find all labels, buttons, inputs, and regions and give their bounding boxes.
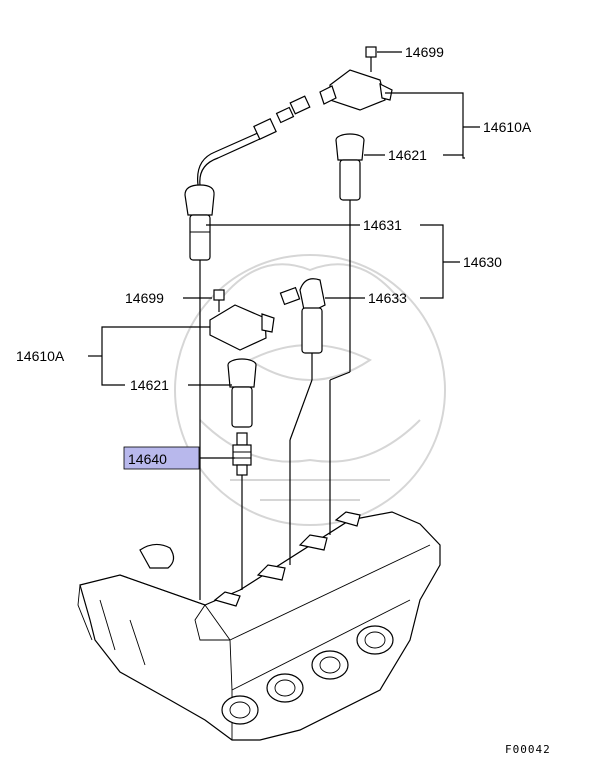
coil-boot-mid (227, 358, 257, 428)
label-bolt-mid[interactable]: 14699 (125, 290, 164, 306)
watermark-emblem (174, 254, 446, 526)
label-bolt-top[interactable]: 14699 (405, 44, 444, 60)
spark-plug-14640 (232, 432, 252, 476)
figure-id: F00042 (505, 743, 551, 756)
highlight-box (123, 446, 200, 470)
label-wire-lower[interactable]: 14633 (368, 290, 407, 306)
cylinder-head (77, 511, 441, 741)
label-boot-mid[interactable]: 14621 (130, 377, 169, 393)
ignition-coil-mid (209, 289, 275, 351)
label-coil-top[interactable]: 14610A (483, 119, 532, 135)
assembly-guide-lines (199, 200, 351, 600)
label-spark-plug[interactable]: 14640 (128, 451, 167, 467)
label-wire-upper[interactable]: 14631 (363, 217, 402, 233)
spark-plug-wire-14631 (184, 95, 311, 261)
ignition-coil-top (319, 46, 393, 111)
label-wire-set[interactable]: 14630 (463, 254, 502, 270)
callout-leaders (88, 51, 480, 459)
coil-boot-top (335, 133, 365, 201)
label-coil-mid[interactable]: 14610A (16, 348, 65, 364)
label-boot-top[interactable]: 14621 (388, 147, 427, 163)
coil-wire-14633 (279, 278, 326, 354)
